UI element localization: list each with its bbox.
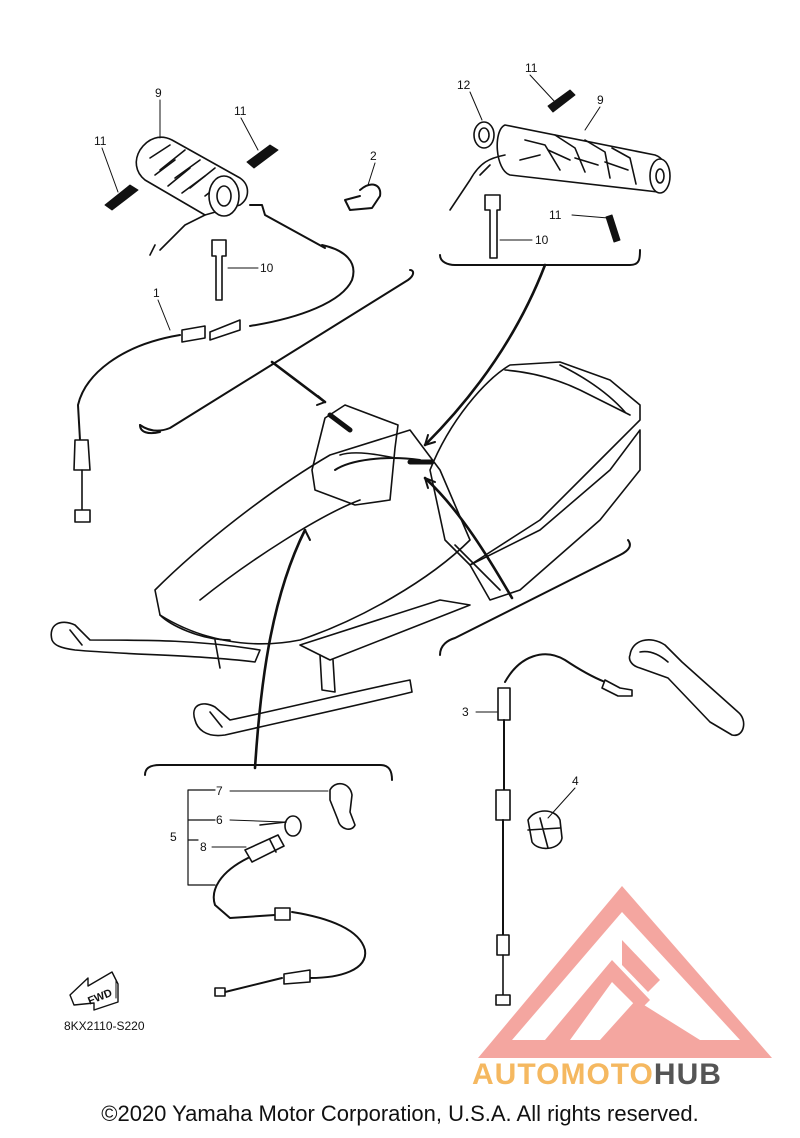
callout-7: 7 bbox=[216, 784, 223, 798]
callout-10-left: 10 bbox=[260, 261, 274, 275]
callout-6: 6 bbox=[216, 813, 223, 827]
callout-2: 2 bbox=[370, 149, 377, 163]
detail-brake-group bbox=[439, 539, 745, 1006]
callout-9-left: 9 bbox=[155, 86, 162, 100]
detail-cable-assy-group bbox=[144, 764, 393, 997]
right-grip bbox=[449, 124, 671, 211]
callout-11-left-a: 11 bbox=[94, 134, 107, 148]
callout-4: 4 bbox=[572, 774, 579, 788]
callout-5: 5 bbox=[170, 830, 177, 844]
detail-right-grip-group bbox=[439, 89, 671, 266]
callout-7-6-leaders bbox=[211, 790, 329, 848]
detail-leaders bbox=[253, 263, 547, 770]
callout-1: 1 bbox=[153, 286, 160, 300]
callout-labels: 9 11 11 2 10 1 11 12 9 11 10 3 4 7 6 5 8 bbox=[94, 61, 604, 854]
left-grip bbox=[135, 136, 249, 256]
callout-12: 12 bbox=[457, 78, 471, 92]
callout-9-right: 9 bbox=[597, 93, 604, 107]
callout-8: 8 bbox=[200, 840, 207, 854]
copyright-notice: ©2020 Yamaha Motor Corporation, U.S.A. A… bbox=[101, 1101, 699, 1126]
watermark-brand: AUTOMOTOHUB bbox=[472, 1058, 722, 1091]
diagram-reference-code: 8KX2110-S220 bbox=[64, 1019, 145, 1033]
callout-11-left-b: 11 bbox=[234, 104, 247, 118]
automotohub-logo bbox=[478, 886, 772, 1058]
detail-left-grip-group bbox=[73, 136, 415, 523]
callout-leaders bbox=[101, 74, 609, 819]
snowmobile-body bbox=[50, 361, 641, 737]
callout-3: 3 bbox=[462, 705, 469, 719]
brand-part-2: HUB bbox=[654, 1058, 722, 1091]
callout-10-right: 10 bbox=[535, 233, 549, 247]
brand-part-1: AUTOMOTO bbox=[472, 1058, 654, 1091]
callout-11-right-a: 11 bbox=[525, 61, 538, 75]
callout-11-right-b: 11 bbox=[549, 208, 562, 222]
fwd-arrow-icon: FWD bbox=[69, 971, 119, 1011]
